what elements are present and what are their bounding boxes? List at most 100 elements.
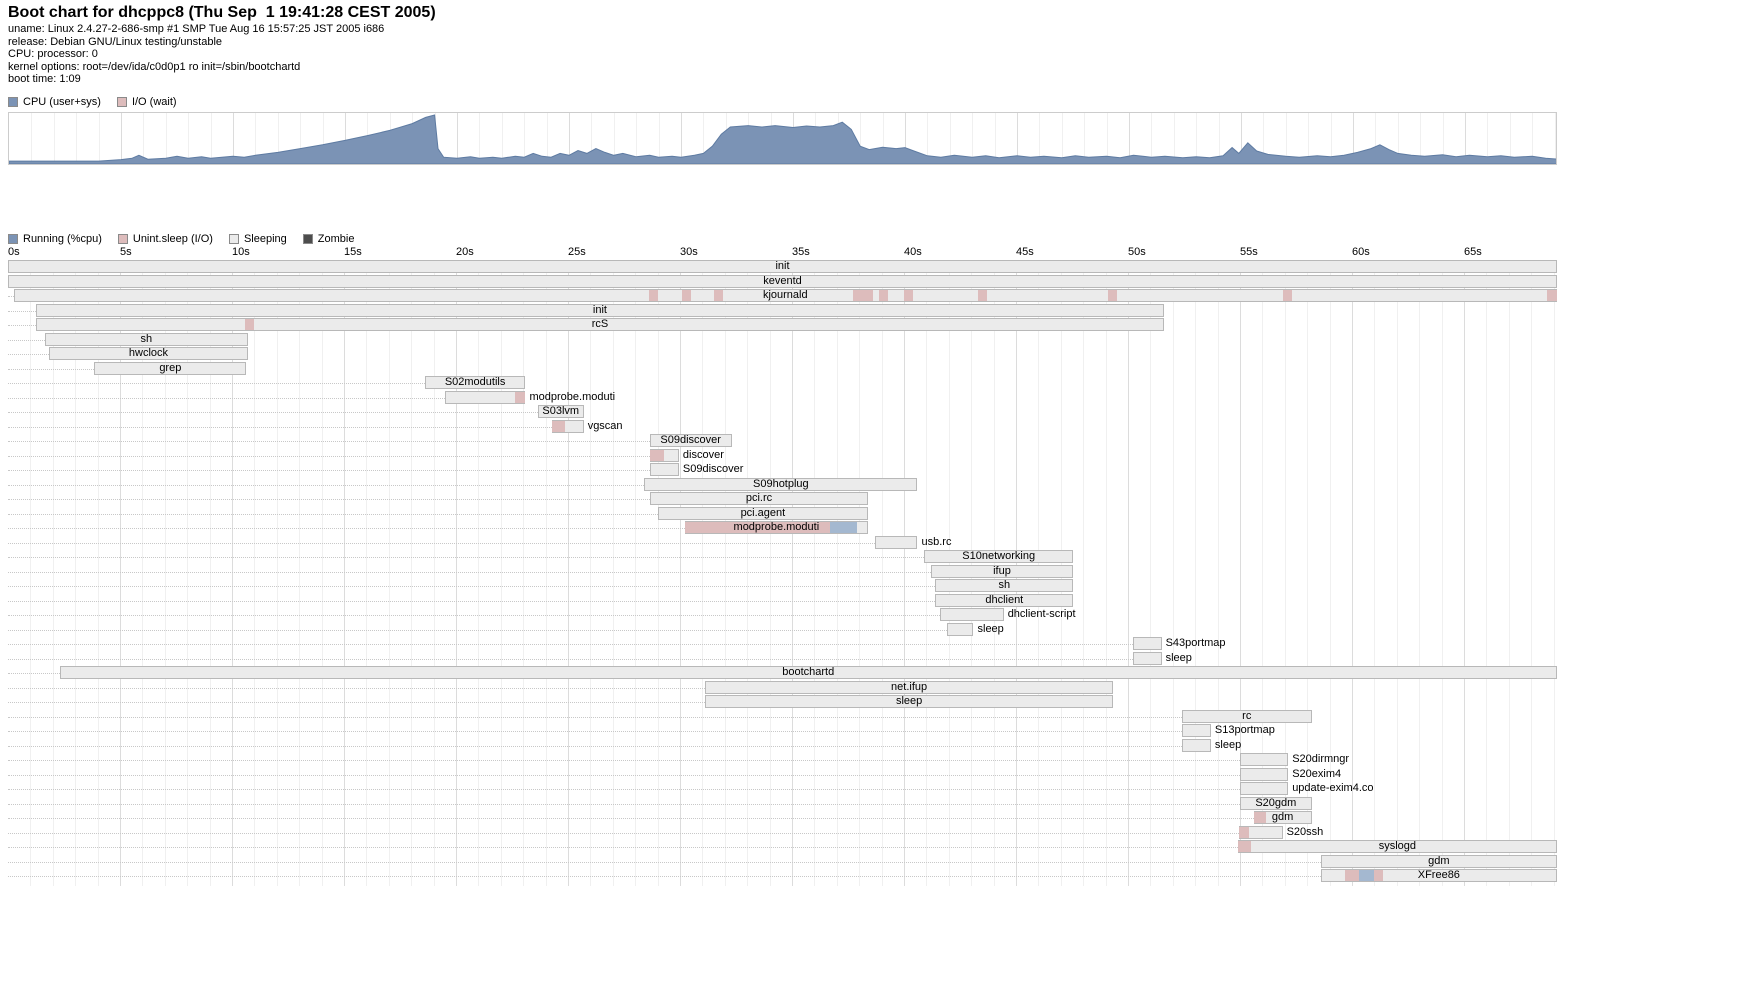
process-bar-sh (935, 579, 1074, 592)
row-dependency-line (8, 861, 1321, 863)
row-dependency-line (8, 658, 1133, 660)
row-dependency-line (8, 644, 1133, 645)
running-swatch (8, 234, 18, 244)
process-segment-io (1253, 812, 1266, 823)
process-bar-S09discover (649, 463, 679, 476)
axis-tick-label: 40s (904, 246, 922, 258)
grid-line (1217, 260, 1219, 886)
row-dependency-line (8, 441, 650, 442)
grid-line (546, 113, 548, 164)
grid-line (613, 113, 615, 164)
process-bar-S43portmap (1132, 637, 1162, 650)
row-dependency-line (8, 774, 1240, 776)
row-dependency-line (8, 296, 14, 297)
process-label: dhclient (985, 593, 1024, 606)
process-label: sleep (1214, 738, 1242, 751)
grid-line (209, 260, 211, 886)
grid-line (1173, 113, 1175, 164)
legend-item-unint-sleep: Unint.sleep (I/O) (117, 233, 213, 245)
cpu-legend: CPU (user+sys) I/O (wait) (8, 96, 193, 108)
grid-line (31, 113, 33, 164)
row-dependency-line (8, 383, 425, 384)
row-dependency-line (8, 528, 685, 529)
grid-line (1419, 260, 1421, 886)
grid-line (1151, 113, 1153, 164)
process-label: S20exim4 (1292, 767, 1342, 780)
grid-line (792, 260, 794, 886)
grid-line (500, 260, 502, 886)
process-label: S09discover (660, 434, 721, 446)
grid-line (321, 260, 323, 886)
zombie-swatch (302, 234, 313, 244)
axis-tick-label: 35s (792, 246, 810, 258)
grid-line (143, 113, 145, 164)
process-label: usb.rc (921, 535, 952, 548)
row-dependency-line (8, 484, 645, 486)
axis-tick-label: 5s (120, 246, 132, 258)
process-label: net.ifup (891, 680, 928, 693)
process-segment-run (1358, 870, 1375, 881)
row-dependency-line (8, 803, 1240, 805)
grid-line (568, 260, 569, 886)
grid-line (1241, 113, 1243, 164)
grid-line (187, 260, 189, 886)
grid-line (1352, 260, 1354, 886)
process-segment-io (515, 391, 526, 403)
grid-line (747, 260, 749, 886)
process-bar-gdm (1320, 854, 1557, 868)
row-dependency-line (8, 789, 1240, 790)
row-dependency-line (8, 310, 36, 312)
grid-line (276, 260, 278, 886)
grid-line (1532, 113, 1534, 164)
row-dependency-line (8, 687, 705, 689)
axis-tick-label: 25s (568, 246, 586, 258)
process-segment-io (1282, 290, 1292, 301)
legend-item-io-wait: I/O (wait) (116, 96, 177, 108)
axis-tick-label: 10s (232, 246, 250, 258)
process-bar-sleep (1132, 651, 1162, 665)
grid-line (1509, 113, 1511, 164)
grid-line (479, 113, 481, 164)
process-label: dhclient-script (1007, 608, 1076, 620)
process-bar-update-exim4.co (1240, 782, 1289, 795)
process-label: init (775, 260, 790, 272)
grid-line (1039, 113, 1041, 164)
release-line: release: Debian GNU/Linux testing/unstab… (8, 35, 223, 48)
grid-line (98, 113, 100, 164)
grid-line (1397, 113, 1399, 164)
legend-item-zombie: Zombie (302, 233, 354, 245)
row-dependency-line (8, 702, 705, 703)
process-label: keventd (763, 274, 802, 287)
process-segment-io (682, 290, 692, 301)
cpu-user-sys-label: CPU (user+sys) (23, 96, 101, 108)
row-dependency-line (8, 832, 1239, 834)
grid-line (1285, 113, 1287, 164)
row-dependency-line (8, 557, 925, 558)
grid-line (1374, 260, 1376, 886)
process-segment-io (1238, 826, 1249, 838)
grid-line (972, 113, 974, 164)
process-bar-S09hotplug (644, 477, 918, 491)
grid-line (882, 113, 884, 164)
axis-tick-label: 30s (680, 246, 698, 258)
kernel-options-line: kernel options: root=/dev/ida/c0d0p1 ro … (8, 60, 301, 73)
grid-line (904, 260, 906, 886)
row-dependency-line (8, 513, 658, 515)
row-dependency-line (8, 876, 1321, 877)
axis-tick-label: 50s (1128, 246, 1146, 258)
axis-tick-label: 15s (344, 246, 362, 258)
process-bar-hwclock (49, 347, 248, 360)
axis-tick-label: 0s (8, 246, 20, 258)
grid-line (860, 113, 862, 164)
row-dependency-line (8, 455, 650, 457)
grid-line (165, 113, 167, 164)
axis-tick-label: 60s (1352, 246, 1370, 258)
grid-line (1150, 260, 1152, 886)
legend-item-running: Running (%cpu) (8, 233, 102, 245)
process-label: S03lvm (542, 405, 580, 417)
grid-line (1196, 113, 1198, 164)
process-segment-io (852, 290, 873, 301)
grid-line (1240, 260, 1242, 886)
